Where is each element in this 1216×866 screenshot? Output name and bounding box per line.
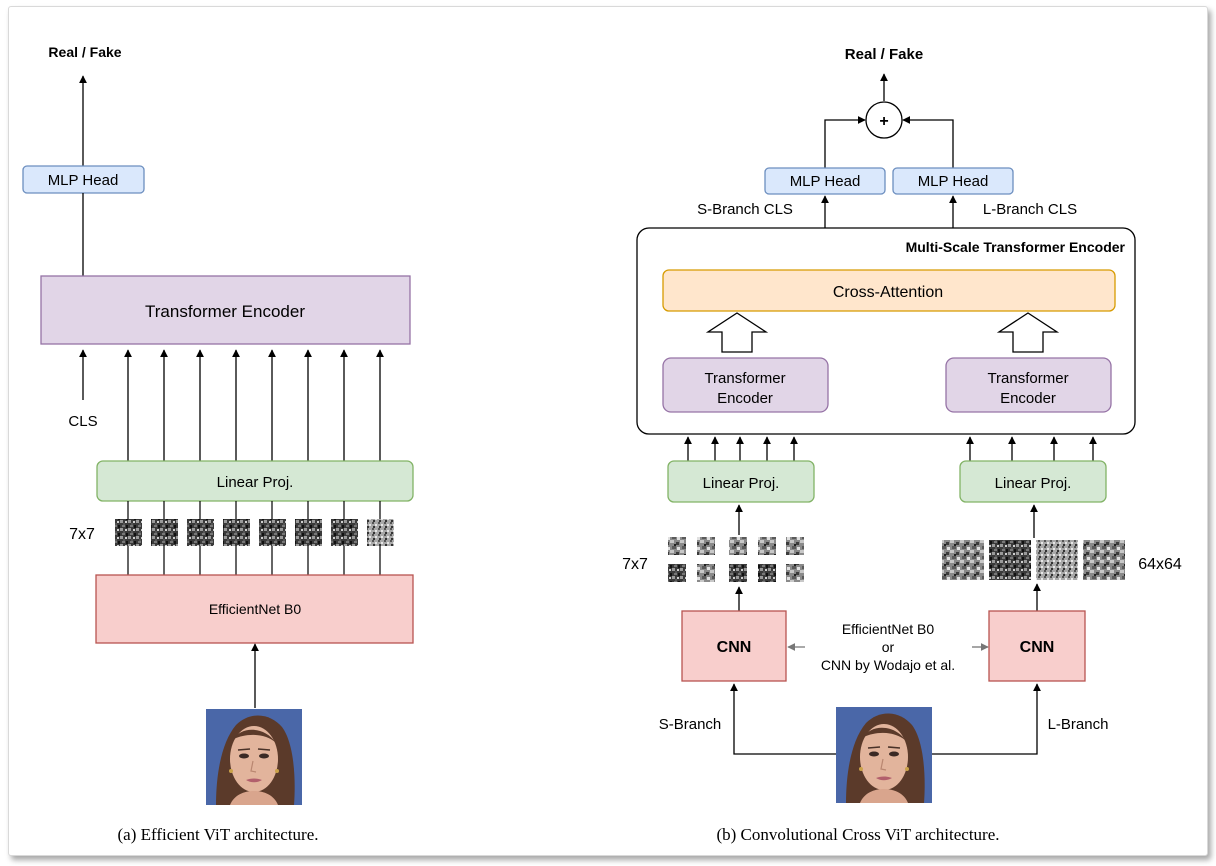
l-branch-mlp-head-label: MLP Head — [918, 173, 989, 190]
left-feature-patches — [115, 519, 394, 546]
s-branch-feature-patches — [668, 537, 804, 582]
s-branch-token-arrows — [684, 436, 798, 461]
s-branch-input-arrow — [730, 683, 836, 755]
left-efficientnet-box — [95, 574, 414, 644]
s-branch-transformer-box — [662, 357, 829, 413]
right-output-label: Real / Fake — [845, 46, 923, 63]
right-input-face-image — [835, 706, 933, 804]
multi-scale-encoder-title: Multi-Scale Transformer Encoder — [906, 239, 1126, 255]
l-branch-linear-proj-label: Linear Proj. — [995, 475, 1072, 492]
s-branch-block-arrow — [705, 312, 769, 353]
l-branch-feature-patches — [942, 540, 1125, 580]
l-branch-patch-size-label: 64x64 — [1138, 556, 1182, 573]
backbone-note-line-2: or — [882, 639, 895, 655]
s-branch-patch-size-label: 7x7 — [622, 556, 648, 573]
l-branch-transformer-label-2: Encoder — [1000, 390, 1056, 407]
s-branch-linear-proj-box — [667, 460, 815, 503]
left-mlp-head-label: MLP Head — [48, 172, 119, 189]
s-branch-mlp-head-box — [764, 167, 886, 195]
s-branch-linear-proj-label: Linear Proj. — [703, 475, 780, 492]
l-branch-transformer-label-1: Transformer — [987, 370, 1068, 387]
s-branch-mlp-head-label: MLP Head — [790, 173, 861, 190]
sum-symbol: + — [879, 113, 888, 130]
left-linear-proj-label: Linear Proj. — [217, 474, 294, 491]
s-branch-to-sum-arrow — [824, 116, 866, 169]
s-branch-cnn-label: CNN — [717, 639, 752, 656]
s-branch-label: S-Branch — [659, 716, 722, 733]
left-input-face-image — [205, 708, 303, 806]
left-patch-size-label: 7x7 — [69, 526, 95, 543]
left-token-arrows — [124, 349, 384, 461]
cross-attention-label: Cross-Attention — [833, 284, 943, 301]
sum-node — [865, 101, 903, 139]
left-caption: (a) Efficient ViT architecture. — [118, 825, 319, 844]
l-branch-transformer-box — [945, 357, 1112, 413]
l-branch-label: L-Branch — [1048, 716, 1109, 733]
left-diagram: Real / Fake MLP Head Transformer Encoder… — [22, 44, 414, 844]
backbone-note-line-1: EfficientNet B0 — [842, 621, 935, 637]
left-linear-proj-box — [96, 460, 414, 502]
l-branch-cls-label: L-Branch CLS — [983, 201, 1077, 218]
right-caption: (b) Convolutional Cross ViT architecture… — [716, 825, 999, 844]
s-branch-cnn-box — [681, 610, 787, 682]
left-cls-label: CLS — [68, 413, 97, 430]
s-branch-cls-label: S-Branch CLS — [697, 201, 793, 218]
right-diagram: Real / Fake + MLP Head MLP Head S-Branch… — [622, 46, 1182, 844]
l-branch-input-arrow — [932, 683, 1041, 755]
s-branch-transformer-label-1: Transformer — [704, 370, 785, 387]
l-branch-token-arrows — [966, 436, 1097, 461]
l-branch-linear-proj-box — [959, 460, 1107, 503]
left-transformer-encoder-label: Transformer Encoder — [145, 302, 305, 321]
l-branch-mlp-head-box — [892, 167, 1014, 195]
l-branch-cnn-box — [988, 610, 1086, 682]
l-branch-block-arrow — [996, 312, 1060, 353]
l-branch-cnn-label: CNN — [1020, 639, 1055, 656]
left-efficientnet-label: EfficientNet B0 — [209, 601, 302, 617]
cross-attention-box — [662, 269, 1116, 312]
left-transformer-encoder-box — [40, 275, 411, 345]
left-output-label: Real / Fake — [48, 44, 121, 60]
l-branch-to-sum-arrow — [902, 116, 954, 169]
s-branch-transformer-label-2: Encoder — [717, 390, 773, 407]
backbone-note-line-3: CNN by Wodajo et al. — [821, 657, 955, 673]
